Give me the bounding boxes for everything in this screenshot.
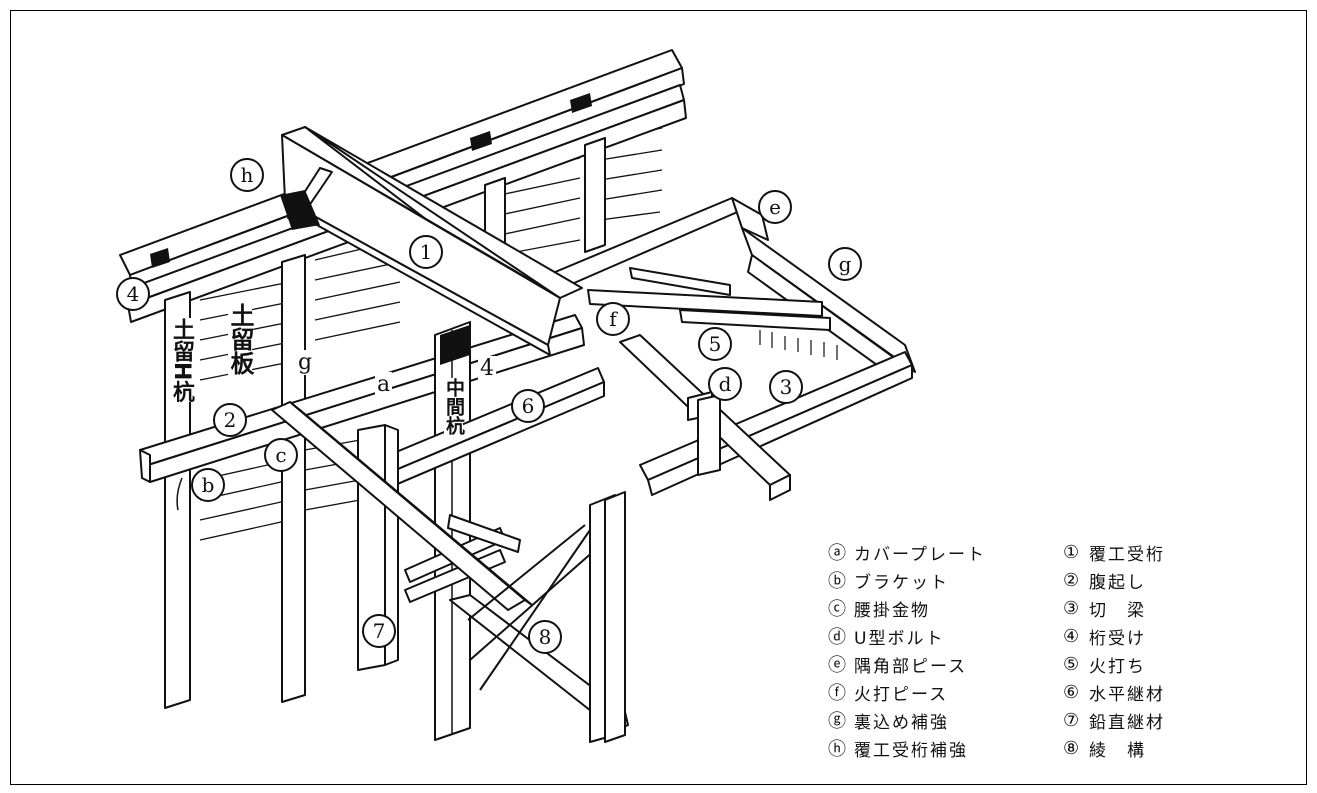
legend-symbol: ⓒ: [828, 599, 848, 620]
legend-text: 鉛直継材: [1089, 712, 1165, 733]
legend-row: ⓓ U型ボルト ④ 桁受け: [828, 622, 1208, 650]
label-h: h: [230, 158, 264, 192]
label-7: 7: [362, 614, 396, 648]
legend-text: ブラケット: [854, 572, 949, 593]
label-f: f: [596, 302, 630, 336]
label-a-plain: a: [375, 372, 393, 397]
legend-symbol: ③: [1063, 597, 1082, 619]
legend-text: U型ボルト: [854, 628, 945, 649]
legend-symbol: ⓑ: [828, 571, 848, 592]
legend-text: 切 梁: [1089, 600, 1146, 621]
label-4-plain: 4: [478, 356, 496, 381]
legend-text: 腹起し: [1089, 572, 1146, 593]
label-2: 2: [213, 403, 247, 437]
label-6: 6: [511, 389, 545, 423]
label-4: 4: [116, 277, 150, 311]
legend: ⓐ カバープレート ① 覆工受桁 ⓑ ブラケット ② 腹起し ⓒ 腰掛金物 ③ 切 梁 ⓓ U…: [828, 538, 1208, 762]
legend-text: 隅角部ピース: [854, 656, 968, 677]
label-c: c: [264, 438, 298, 472]
legend-text: 裏込め補強: [854, 712, 949, 733]
label-5: 5: [698, 327, 732, 361]
legend-symbol: ⑦: [1063, 709, 1082, 731]
legend-row: ⓐ カバープレート ① 覆工受桁: [828, 538, 1208, 566]
label-b: b: [191, 468, 225, 502]
label-g-plain: g: [296, 350, 315, 375]
legend-symbol: ⑤: [1063, 653, 1082, 675]
legend-text: 桁受け: [1089, 628, 1146, 649]
legend-text: 火打ピース: [854, 684, 949, 705]
label-dodome-h-kui: 土留H杭: [169, 318, 194, 403]
legend-symbol: ②: [1063, 569, 1082, 591]
legend-text: 火打ち: [1089, 656, 1146, 677]
legend-symbol: ⓕ: [828, 683, 848, 704]
legend-symbol: ①: [1063, 541, 1082, 563]
right-h-pile: [589, 491, 626, 743]
label-1: 1: [409, 235, 443, 269]
legend-text: 水平継材: [1089, 684, 1165, 705]
legend-row: ⓖ 裏込め補強 ⑦ 鉛直継材: [828, 706, 1208, 734]
legend-text: 覆工受桁: [1089, 544, 1165, 565]
label-e: e: [758, 190, 792, 224]
right-corner-frame: [547, 197, 916, 379]
cover-beam-reinforcement-h: [280, 167, 333, 230]
legend-row: ⓒ 腰掛金物 ③ 切 梁: [828, 594, 1208, 622]
label-g: g: [828, 247, 862, 281]
legend-symbol: ⓗ: [828, 739, 848, 760]
legend-text: カバープレート: [854, 544, 986, 565]
legend-row: ⓕ 火打ピース ⑥ 水平継材: [828, 678, 1208, 706]
legend-row: ⓗ 覆工受桁補強 ⑧ 綾 構: [828, 734, 1208, 762]
legend-symbol: ④: [1063, 625, 1082, 647]
u-bolt-and-cross: [619, 334, 791, 501]
label-d: d: [708, 367, 742, 401]
legend-symbol: ⑧: [1063, 737, 1082, 759]
legend-symbol: ⓓ: [828, 627, 848, 648]
legend-row: ⓑ ブラケット ② 腹起し: [828, 566, 1208, 594]
diagonal-brace-5: [587, 267, 831, 331]
bracket-b-line: [176, 477, 183, 511]
legend-symbol: ⓔ: [828, 655, 848, 676]
legend-text: 腰掛金物: [854, 600, 930, 621]
legend-symbol: ⓐ: [828, 543, 848, 564]
label-8: 8: [528, 620, 562, 654]
label-chukan-kui: 中間杭: [443, 378, 465, 435]
legend-row: ⓔ 隅角部ピース ⑤ 火打ち: [828, 650, 1208, 678]
legend-symbol: ⑥: [1063, 681, 1082, 703]
diagram-frame: [10, 10, 1307, 785]
label-3: 3: [769, 370, 803, 404]
cover-beam-1: [281, 126, 583, 356]
label-dodome-ita: 土留板: [226, 303, 254, 375]
legend-symbol: ⓖ: [828, 711, 848, 732]
legend-text: 覆工受桁補強: [854, 740, 968, 761]
legend-text: 綾 構: [1089, 740, 1146, 761]
